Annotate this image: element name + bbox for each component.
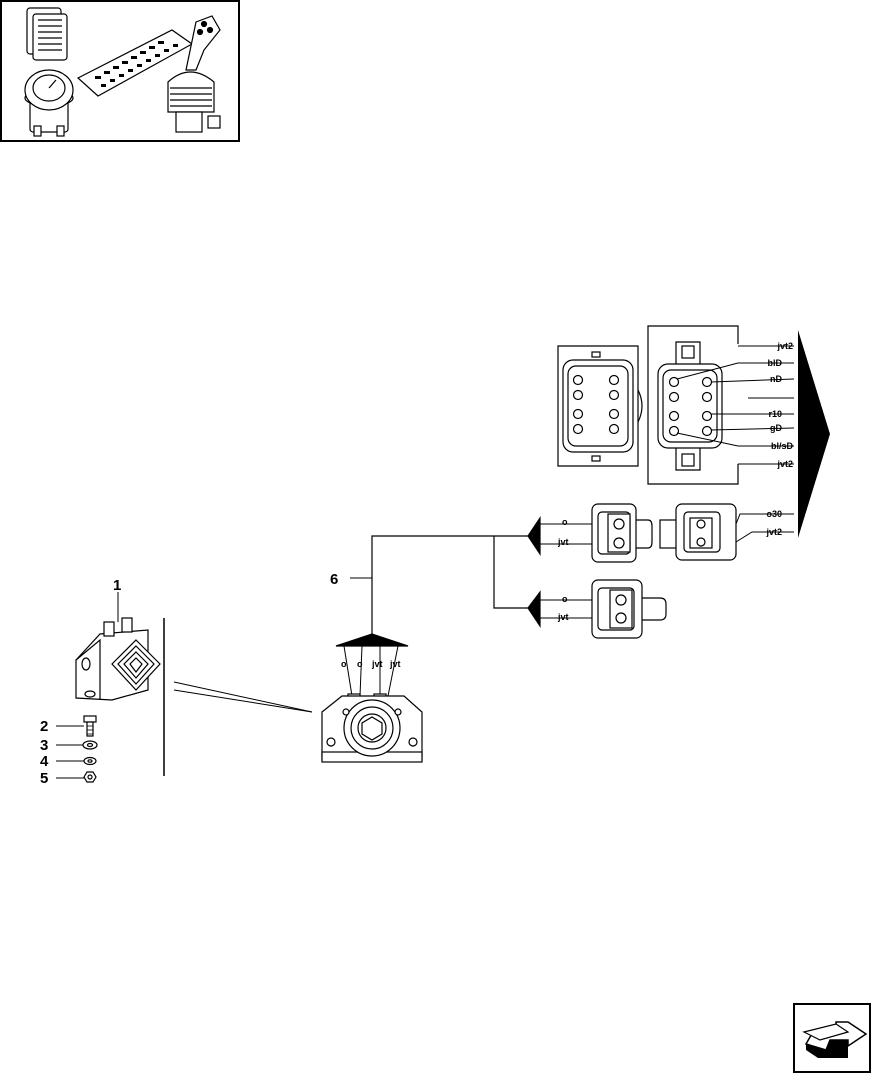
- upper-branch-connector: [527, 503, 653, 563]
- alarm-pin-3: jvt: [371, 659, 383, 669]
- exploded-view-pointer: [163, 618, 313, 776]
- mating-wire-top-label: o30: [766, 509, 782, 519]
- upper-wire-bottom-label: jvt: [557, 537, 569, 547]
- hardware-parts: [56, 715, 98, 783]
- main-connector-wire-labels: jvt2 blD nD r10 gD bl/sD jvt2: [768, 341, 794, 469]
- thumbnail-components-icon: [0, 0, 240, 142]
- alarm-device: [321, 633, 423, 763]
- mating-wire-bottom-label: jvt2: [765, 527, 782, 537]
- wire-label-7: jvt2: [776, 459, 793, 469]
- connector-housing-left: [557, 345, 643, 467]
- callout-part-4: 4: [40, 753, 49, 770]
- wire-label-4: r10: [768, 409, 782, 419]
- callout-part-2: 2: [40, 718, 48, 735]
- wire-label-3: nD: [770, 374, 782, 384]
- callout-part-3: 3: [40, 737, 48, 754]
- alarm-pin-2: o: [357, 659, 363, 669]
- callout-harness: 6: [330, 571, 338, 588]
- wire-label-6: bl/sD: [771, 441, 794, 451]
- alarm-pin-4: jvt: [389, 659, 401, 669]
- harness-lines: [350, 535, 528, 634]
- lower-wire-bottom-label: jvt: [557, 612, 569, 622]
- lower-wire-top-label: o: [562, 594, 568, 604]
- callout-part-1: 1: [113, 577, 121, 594]
- callout-part-5: 5: [40, 770, 48, 787]
- next-page-arrow-icon[interactable]: [793, 1003, 871, 1073]
- connector-housing-right: [657, 341, 723, 471]
- main-connector-assembly: [557, 325, 795, 485]
- alarm-part-exploded: [75, 617, 161, 701]
- lower-branch-connector: [527, 579, 667, 639]
- wire-label-1: jvt2: [776, 341, 793, 351]
- mating-connector: [659, 503, 794, 561]
- alarm-pin-1: o: [341, 659, 347, 669]
- upper-wire-top-label: o: [562, 517, 568, 527]
- harness-direction-pointer: [798, 330, 830, 538]
- wire-label-5: gD: [770, 423, 782, 433]
- alarm-pin-labels: o o jvt jvt: [341, 659, 401, 669]
- wire-label-2: blD: [768, 358, 783, 368]
